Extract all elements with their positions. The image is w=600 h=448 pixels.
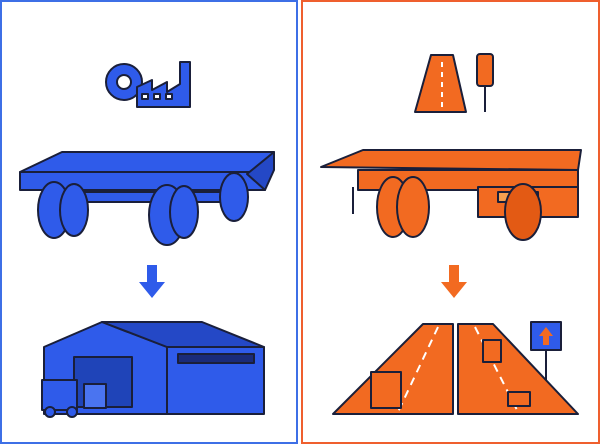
left-illustration (19, 61, 275, 418)
arrow-down-icon (441, 265, 467, 298)
right-panel (301, 0, 600, 444)
semi-trailer-icon (320, 149, 582, 241)
arrow-down-icon (139, 265, 165, 298)
factory-gear-icon (105, 61, 191, 108)
road-traffic-light-icon (414, 53, 494, 113)
highway-sign-icon (332, 321, 579, 415)
left-panel (0, 0, 298, 444)
full-trailer-icon (19, 151, 275, 246)
warehouse-forklift-icon (41, 321, 265, 418)
right-illustration (320, 53, 582, 415)
